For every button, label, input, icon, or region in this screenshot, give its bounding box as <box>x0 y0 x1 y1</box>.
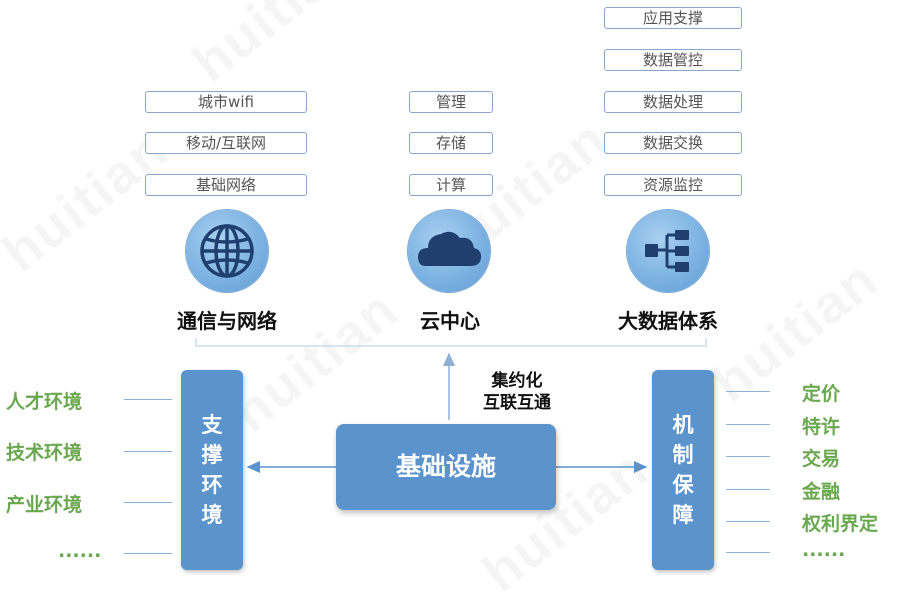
right-item: 定价 <box>802 383 841 405</box>
globe-icon <box>186 210 268 292</box>
right-item-line <box>726 552 770 553</box>
right-item: ...... <box>802 539 846 561</box>
support-char: 撑 <box>201 443 223 467</box>
right-item: 特许 <box>802 416 841 438</box>
right-item-line <box>726 521 770 522</box>
mechanism-char: 障 <box>672 503 694 527</box>
mechanism-char: 保 <box>672 473 694 497</box>
right-item-line <box>726 424 770 425</box>
left-item-line <box>124 451 172 452</box>
right-item-line <box>726 391 770 392</box>
right-item-line <box>726 489 770 490</box>
left-item-line <box>124 399 172 400</box>
cloud-item-manage: 管理 <box>409 91 493 113</box>
bigdata-item-app-support: 应用支撑 <box>604 7 742 29</box>
left-item: 人才环境 <box>6 391 83 413</box>
bigdata-item-resource-monitor: 资源监控 <box>604 174 742 196</box>
mechanism-guarantee-box: 机 制 保 障 <box>652 370 714 570</box>
left-item: ...... <box>58 540 102 562</box>
left-item-line <box>124 553 172 554</box>
cloud-icon <box>408 210 490 292</box>
bigdata-item-data-control: 数据管控 <box>604 49 742 71</box>
bigdata-item-data-exchange: 数据交换 <box>604 132 742 154</box>
network-item-basic: 基础网络 <box>145 174 307 196</box>
hierarchy-icon <box>627 210 709 292</box>
network-item-wifi: 城市wifi <box>145 91 307 113</box>
mechanism-char: 机 <box>672 413 694 437</box>
category-label-bigdata: 大数据体系 <box>618 309 718 333</box>
left-item-line <box>124 502 172 503</box>
support-environment-box: 支 撑 环 境 <box>181 370 243 570</box>
integration-label-line1: 集约化 <box>491 371 543 391</box>
integration-label: 集约化 互联互通 <box>462 370 572 414</box>
left-item: 技术环境 <box>6 442 83 464</box>
support-char: 境 <box>201 503 223 527</box>
infrastructure-box: 基础设施 <box>336 424 556 510</box>
connector-lines <box>195 338 707 473</box>
right-item: 交易 <box>802 448 841 470</box>
mechanism-char: 制 <box>672 443 694 467</box>
category-label-cloud: 云中心 <box>420 309 480 333</box>
cloud-item-storage: 存储 <box>409 132 493 154</box>
support-char: 支 <box>201 413 223 437</box>
right-item: 权利界定 <box>802 513 879 535</box>
network-item-mobile: 移动/互联网 <box>145 132 307 154</box>
right-item: 金融 <box>802 481 841 503</box>
integration-label-line2: 互联互通 <box>483 393 551 413</box>
cloud-item-compute: 计算 <box>409 174 493 196</box>
left-item: 产业环境 <box>6 494 83 516</box>
bigdata-item-data-processing: 数据处理 <box>604 91 742 113</box>
category-label-network: 通信与网络 <box>177 309 277 333</box>
support-char: 环 <box>201 473 223 497</box>
right-item-line <box>726 456 770 457</box>
